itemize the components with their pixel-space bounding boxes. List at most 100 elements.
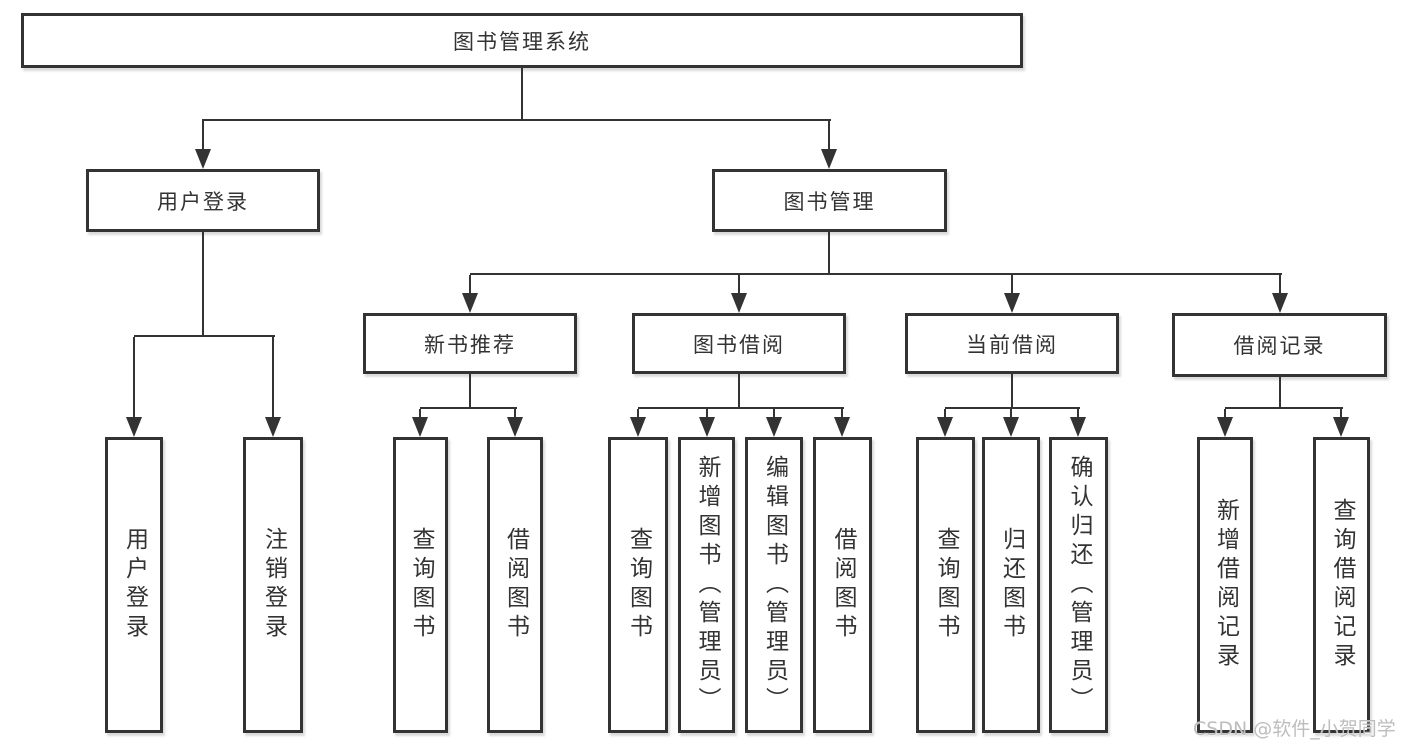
arrowhead-down-icon <box>412 417 428 437</box>
arrow-line <box>828 121 830 149</box>
arrow-to-new-books <box>462 275 478 313</box>
arrow-to-book-management <box>821 121 837 169</box>
connector-borrow-records-rail <box>1225 407 1343 409</box>
leaf-search-books-3: 查询图书 <box>916 437 975 733</box>
node-root-label: 图书管理系统 <box>453 29 591 54</box>
connector-user-login-stub <box>202 232 204 335</box>
node-book-borrow-label: 图书借阅 <box>693 332 785 357</box>
leaf-user-login: 用户登录 <box>105 437 163 733</box>
arrow-leaf <box>630 409 646 437</box>
leaf-label: 确认归还（管理员） <box>1066 454 1092 716</box>
arrow-line <box>637 409 639 417</box>
arrow-line <box>272 337 274 417</box>
leaf-borrow-books-2: 借阅图书 <box>813 437 872 733</box>
connector-current-borrow-rail <box>945 407 1080 409</box>
node-root-system: 图书管理系统 <box>21 13 1023 68</box>
arrow-leaf <box>766 409 782 437</box>
arrow-line <box>1011 275 1013 293</box>
arrow-to-user-login <box>195 121 211 169</box>
connector-borrow-records-stub <box>1279 377 1281 407</box>
leaf-logout: 注销登录 <box>243 437 303 733</box>
leaf-label: 查询图书 <box>933 527 959 643</box>
arrow-line <box>841 409 843 417</box>
arrow-line <box>514 409 516 417</box>
leaf-label: 归还图书 <box>998 527 1025 643</box>
arrowhead-down-icon <box>1217 417 1233 437</box>
connector-root-rail <box>202 119 831 121</box>
leaf-label: 注销登录 <box>260 527 287 643</box>
connector-book-borrow-rail <box>638 407 844 409</box>
arrowhead-down-icon <box>1004 293 1020 313</box>
leaf-search-books-1: 查询图书 <box>393 437 448 733</box>
leaf-search-books-2: 查询图书 <box>608 437 668 733</box>
arrow-line <box>944 409 946 417</box>
connector-new-books-rail <box>420 407 517 409</box>
arrowhead-down-icon <box>195 149 211 169</box>
arrow-line <box>469 275 471 293</box>
node-new-books-label: 新书推荐 <box>424 332 516 357</box>
arrowhead-down-icon <box>1272 293 1288 313</box>
arrowhead-down-icon <box>462 293 478 313</box>
leaf-edit-books-admin: 编辑图书（管理员） <box>745 437 803 733</box>
arrow-line <box>1077 409 1079 417</box>
arrowhead-down-icon <box>507 417 523 437</box>
leaf-label: 新增借阅记录 <box>1212 498 1239 672</box>
csdn-watermark: CSDN @软件_小贺同学 <box>1193 718 1396 740</box>
node-book-management-label: 图书管理 <box>783 189 876 214</box>
arrowhead-down-icon <box>937 417 953 437</box>
arrow-leaf <box>1003 409 1019 437</box>
node-user-login-label: 用户登录 <box>157 189 249 214</box>
node-current-borrow-label: 当前借阅 <box>966 332 1058 357</box>
arrow-line <box>133 337 135 417</box>
arrow-leaf <box>1217 409 1233 437</box>
arrow-line <box>1340 409 1342 417</box>
connector-current-borrow-stub <box>1011 374 1013 407</box>
leaf-label: 查询图书 <box>408 527 434 643</box>
leaf-label: 用户登录 <box>121 527 148 643</box>
leaf-search-borrow-record: 查询借阅记录 <box>1313 437 1370 733</box>
arrow-line <box>773 409 775 417</box>
arrowhead-down-icon <box>630 417 646 437</box>
arrowhead-down-icon <box>766 417 782 437</box>
leaf-label: 查询图书 <box>625 527 652 643</box>
connector-book-mgmt-stub <box>828 232 830 273</box>
leaf-label: 借阅图书 <box>830 527 856 643</box>
leaf-borrow-books-1: 借阅图书 <box>487 437 543 733</box>
connector-book-mgmt-rail <box>470 273 1282 275</box>
arrowhead-down-icon <box>821 149 837 169</box>
leaf-label: 编辑图书（管理员） <box>761 454 788 716</box>
arrow-line <box>1279 275 1281 293</box>
arrowhead-down-icon <box>1003 417 1019 437</box>
leaf-label: 借阅图书 <box>502 527 529 643</box>
arrow-to-leaf-logout <box>265 337 281 437</box>
arrow-leaf <box>412 409 428 437</box>
arrow-leaf <box>937 409 953 437</box>
arrowhead-down-icon <box>699 417 715 437</box>
arrowhead-down-icon <box>126 417 142 437</box>
arrow-leaf <box>507 409 523 437</box>
arrow-leaf <box>1333 409 1349 437</box>
node-borrow-records: 借阅记录 <box>1172 313 1387 377</box>
connector-root-stub <box>521 68 523 119</box>
arrowhead-down-icon <box>1070 417 1086 437</box>
arrow-line <box>419 409 421 417</box>
leaf-confirm-return-admin: 确认归还（管理员） <box>1049 437 1108 733</box>
arrow-to-book-borrow <box>731 275 747 313</box>
arrowhead-down-icon <box>731 293 747 313</box>
arrow-line <box>1224 409 1226 417</box>
leaf-add-books-admin: 新增图书（管理员） <box>678 437 735 733</box>
connector-book-borrow-stub <box>738 374 740 407</box>
arrow-leaf <box>1070 409 1086 437</box>
connector-user-login-rail <box>134 335 275 337</box>
arrow-to-leaf-login <box>126 337 142 437</box>
arrow-leaf <box>699 409 715 437</box>
arrow-line <box>706 409 708 417</box>
leaf-label: 新增图书（管理员） <box>694 454 720 716</box>
arrow-leaf <box>834 409 850 437</box>
arrowhead-down-icon <box>834 417 850 437</box>
arrow-line <box>1010 409 1012 417</box>
arrow-line <box>202 121 204 149</box>
arrow-to-current-borrow <box>1004 275 1020 313</box>
leaf-return-books: 归还图书 <box>982 437 1040 733</box>
